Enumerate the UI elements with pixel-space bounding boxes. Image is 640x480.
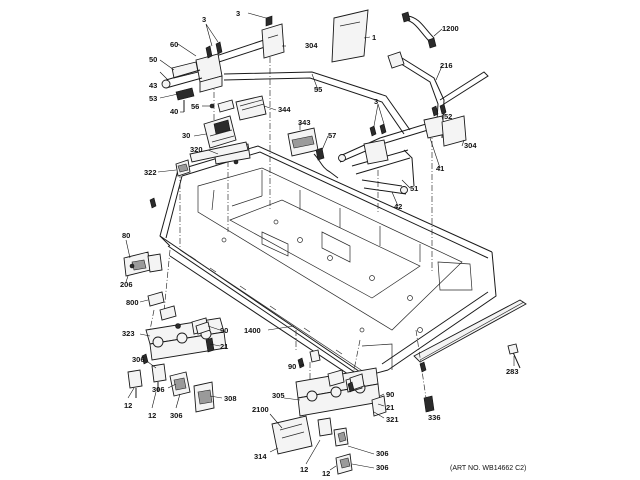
callout-1: 1 (372, 33, 376, 42)
callout-21: 21 (220, 342, 228, 351)
callout-323: 323 (122, 329, 135, 338)
callout-1400: 1400 (244, 326, 261, 335)
leader-lines (125, 12, 515, 471)
callout-322: 322 (144, 168, 157, 177)
callout-21: 21 (386, 403, 394, 412)
spark-module-and-probe (287, 127, 339, 179)
left-side-parts (123, 141, 249, 307)
center-valve-bracket-assembly (271, 349, 387, 475)
callout-306: 306 (376, 463, 389, 472)
right-manifold-tubes (338, 51, 489, 195)
callout-800: 800 (126, 298, 139, 307)
callout-60: 60 (170, 40, 178, 49)
callout-314: 314 (254, 452, 267, 461)
left-manifold-valves (161, 15, 411, 135)
callout-206: 206 (120, 280, 133, 289)
callout-52: 52 (444, 112, 452, 121)
callout-43: 43 (149, 81, 157, 90)
callout-321: 321 (386, 415, 399, 424)
callout-40: 40 (170, 107, 178, 116)
art-number: (ART NO. WB14662 C2) (450, 465, 526, 472)
callout-2100: 2100 (252, 405, 269, 414)
callout-12: 12 (148, 411, 156, 420)
callout-90: 90 (220, 326, 228, 335)
callout-12: 12 (300, 465, 308, 474)
callout-12: 12 (322, 469, 330, 478)
callout-306: 306 (170, 411, 183, 420)
callout-304: 304 (464, 141, 477, 150)
callout-90: 90 (288, 362, 296, 371)
callout-283: 283 (506, 367, 519, 376)
callout-3: 3 (374, 97, 378, 106)
callout-336: 336 (428, 413, 441, 422)
callout-51: 51 (410, 184, 418, 193)
callout-55: 55 (314, 85, 322, 94)
callout-labels: 3 3 1 1200 60 304 50 43 216 53 55 40 56 … (120, 9, 526, 478)
callout-306: 306 (376, 449, 389, 458)
callout-30: 30 (182, 131, 190, 140)
callout-42: 42 (394, 202, 402, 211)
callout-90: 90 (386, 390, 394, 399)
callout-3: 3 (202, 15, 206, 24)
callout-53: 53 (149, 94, 157, 103)
callout-304: 304 (305, 41, 318, 50)
callout-320: 320 (190, 145, 203, 154)
callout-308: 308 (224, 394, 237, 403)
side-trim-rail (413, 299, 527, 363)
callout-306: 306 (152, 385, 165, 394)
callout-57: 57 (328, 131, 336, 140)
callout-343: 343 (298, 118, 311, 127)
callout-306: 306 (132, 355, 145, 364)
callout-12: 12 (124, 401, 132, 410)
callout-1200: 1200 (442, 24, 459, 33)
callout-80: 80 (122, 231, 130, 240)
callout-216: 216 (440, 61, 453, 70)
callout-41: 41 (436, 164, 444, 173)
callout-305: 305 (272, 391, 285, 400)
callout-56: 56 (191, 102, 199, 111)
callout-344: 344 (278, 105, 291, 114)
callout-50: 50 (149, 55, 157, 64)
manual-and-cord (331, 9, 437, 63)
callout-3: 3 (236, 9, 240, 18)
fasteners-and-small-parts (141, 321, 521, 413)
